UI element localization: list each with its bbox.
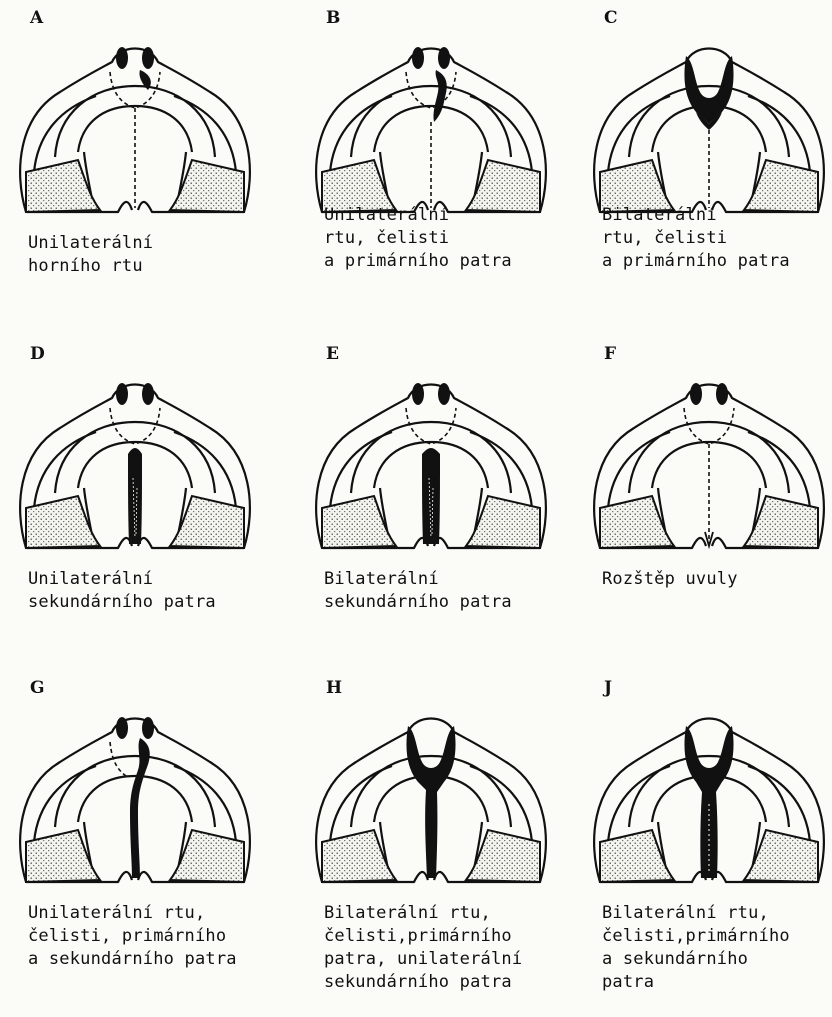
panel-caption: Bilaterální rtu, čelisti a primárního pa… <box>602 204 790 273</box>
panel-caption: Rozštěp uvuly <box>602 568 738 591</box>
palate-illustration <box>574 358 832 558</box>
palate-illustration <box>296 22 566 222</box>
panel-a: A Unilaterální ho <box>0 0 270 330</box>
panel-h: H Bilaterální rtu, čelisti, <box>296 670 566 1000</box>
panel-caption: Bilaterální rtu, čelisti,primárního patr… <box>324 902 522 994</box>
panel-f: F Rozštěp uvuly <box>574 336 832 666</box>
palate-illustration <box>296 358 566 558</box>
panel-caption: Unilaterální rtu, čelisti, primárního a … <box>28 902 237 971</box>
panel-b: B Unilaterální rt <box>296 0 566 330</box>
palate-illustration <box>0 692 270 892</box>
panel-e: E Bilaterální sek <box>296 336 566 666</box>
panel-caption: Unilaterální rtu, čelisti a primárního p… <box>324 204 512 273</box>
panel-caption: Unilaterální sekundárního patra <box>28 568 216 614</box>
panel-g: G Unilaterální rt <box>0 670 270 1000</box>
palate-illustration <box>0 22 270 222</box>
panel-caption: Bilaterální rtu, čelisti,primárního a se… <box>602 902 790 994</box>
panel-c: C Bilaterální rtu, čelisti <box>574 0 832 330</box>
palate-illustration <box>296 692 566 892</box>
panel-caption: Bilaterální sekundárního patra <box>324 568 512 614</box>
panel-caption: Unilaterální horního rtu <box>28 232 153 278</box>
palate-illustration <box>574 22 832 222</box>
palate-illustration <box>0 358 270 558</box>
palate-illustration <box>574 692 832 892</box>
panel-j: J Bilaterální rtu, čelisti, <box>574 670 832 1000</box>
panel-d: D Unilaterální se <box>0 336 270 666</box>
